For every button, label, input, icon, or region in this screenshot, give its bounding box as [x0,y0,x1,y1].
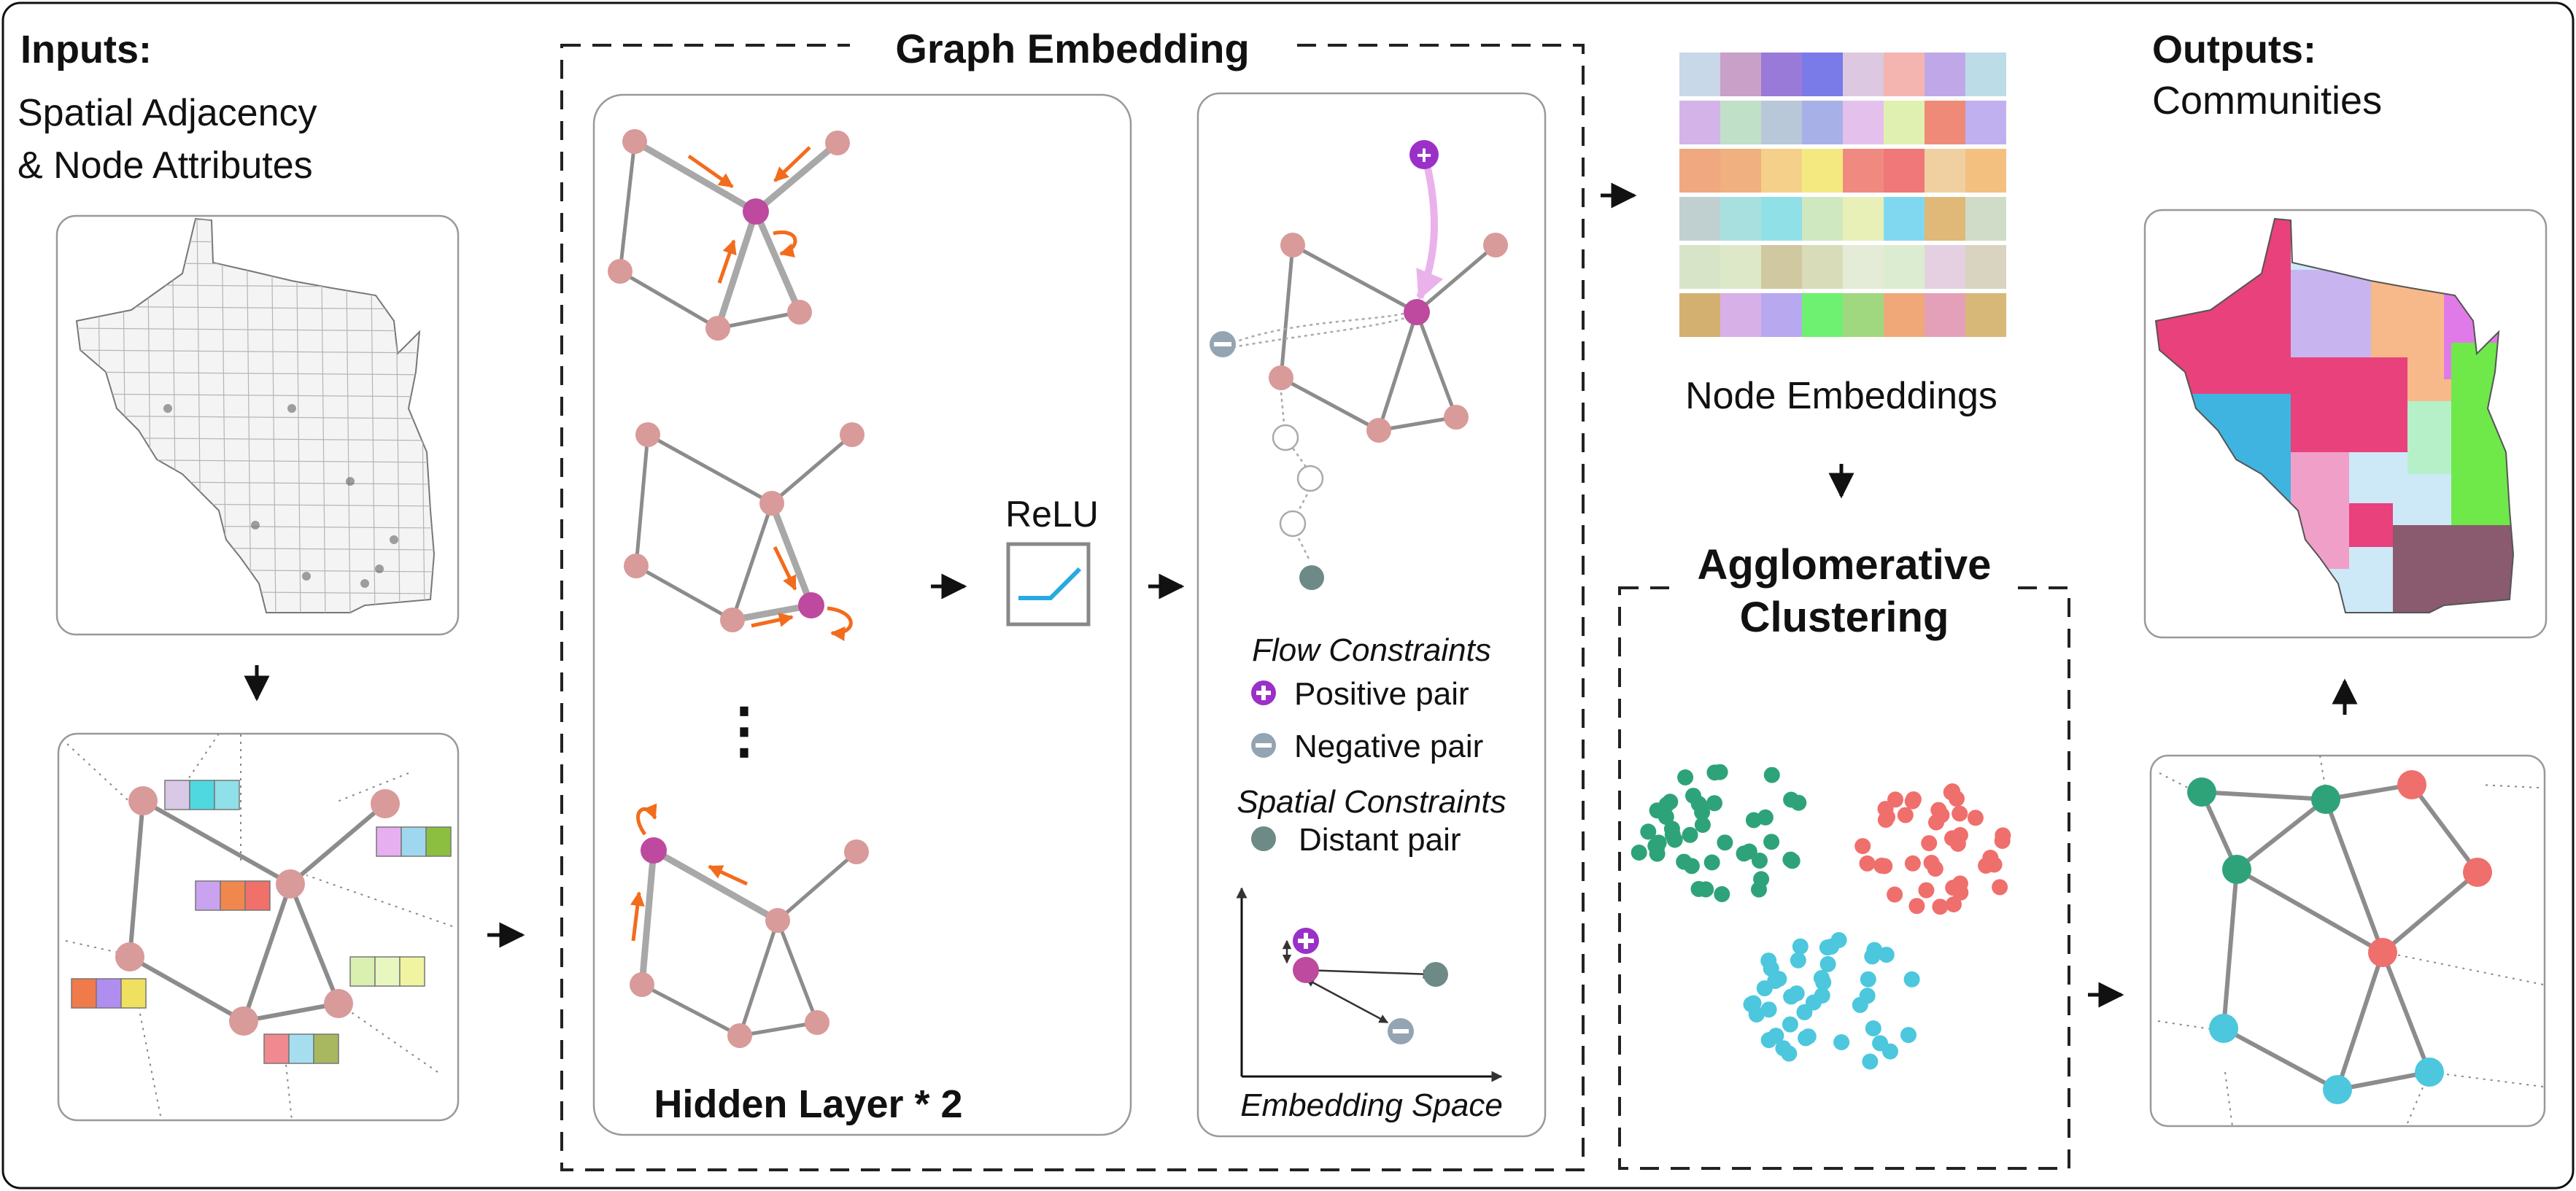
distant-pair-label: Distant pair [1299,822,1461,858]
positive-pair-icon [1251,680,1276,705]
clustering-title-line2: Clustering [1740,594,1949,641]
positive-pair-label: Positive pair [1294,676,1469,712]
hidden-layer-label: Hidden Layer * 2 [654,1082,962,1126]
outputs-title: Outputs: [2152,28,2316,71]
relu-label: ReLU [1005,494,1099,535]
negative-pair-icon [1210,331,1236,357]
hidden-graph-2 [624,422,865,641]
svg-text:+: + [1416,140,1431,170]
inputs-subtitle-line2: & Node Attributes [18,144,313,187]
inputs-title: Inputs: [20,28,152,71]
embedding-space-plot: Embedding Space [1236,887,1503,1123]
clustering-title-line1: Agglomerative [1698,541,1992,589]
output-graph-panel [2149,754,2546,1128]
embedding-space-label: Embedding Space [1240,1087,1503,1123]
hidden-graph-1 [608,129,850,341]
input-map-panel [55,214,460,636]
distant-pair-icon [1251,826,1276,851]
cluster-scatter [1631,764,2011,1070]
output-map-panel [2143,209,2548,639]
positive-pair-icon [1293,928,1319,954]
distant-node [1299,565,1324,590]
hidden-graph-3 [630,803,869,1048]
spatial-constraints-title: Spatial Constraints [1237,784,1506,820]
outputs-subtitle: Communities [2152,79,2382,123]
inputs-subtitle-line1: Spatial Adjacency [18,92,317,134]
positive-pair-icon: + [1409,140,1439,170]
graph-embedding-title: Graph Embedding [895,26,1249,71]
hidden-layer-panel: ⋮ [592,93,1132,1136]
negative-pair-icon [1251,733,1276,758]
constraints-panel: + Flow Constraints Positive pair Negativ… [1196,92,1547,1138]
node-embeddings-label: Node Embeddings [1685,375,1997,417]
negative-pair-label: Negative pair [1294,729,1483,764]
negative-pair-icon [1388,1018,1414,1044]
input-graph-panel [57,732,460,1122]
ellipsis-text: ⋮ [713,696,775,764]
node-embeddings-matrix [1679,53,2006,337]
flow-constraints-title: Flow Constraints [1252,632,1491,668]
relu-icon [1006,542,1091,626]
